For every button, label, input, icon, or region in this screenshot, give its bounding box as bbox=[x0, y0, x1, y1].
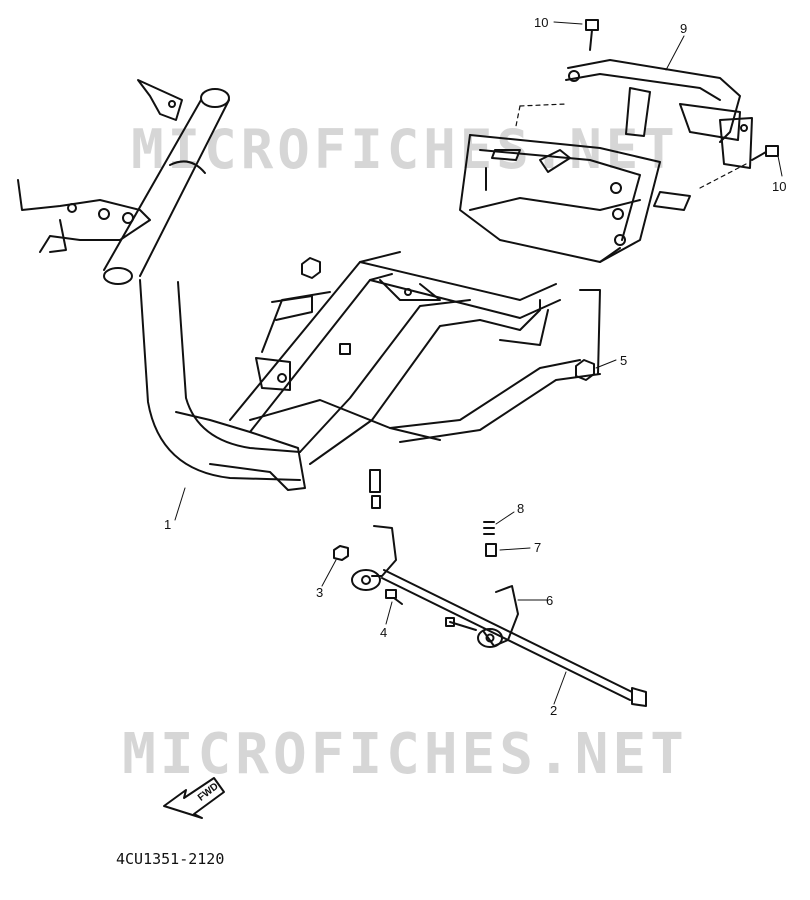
cross-member bbox=[359, 261, 561, 346]
nut-left bbox=[301, 257, 321, 279]
callout-2: 2 bbox=[550, 703, 558, 718]
steering-head-tube bbox=[103, 88, 230, 285]
short-bolt bbox=[445, 617, 477, 631]
bolt-4 bbox=[385, 589, 403, 605]
main-down-tube bbox=[139, 279, 306, 491]
watermark-top: MICROFICHES.NET bbox=[131, 118, 679, 181]
callout-1: 1 bbox=[164, 517, 172, 532]
floor-rails bbox=[229, 251, 601, 465]
callout-3: 3 bbox=[316, 585, 324, 600]
nut-5 bbox=[575, 359, 595, 381]
rear-carrier-bracket bbox=[565, 59, 753, 169]
fwd-arrow-icon bbox=[163, 777, 225, 819]
callout-6: 6 bbox=[546, 593, 554, 608]
engine-mount-right bbox=[477, 585, 519, 648]
engine-mount-left bbox=[351, 469, 397, 591]
front-upper-bracket bbox=[137, 79, 183, 121]
spring-8 bbox=[483, 521, 495, 535]
catalog-code: 4CU1351-2120 bbox=[116, 850, 225, 868]
collar-7 bbox=[485, 543, 497, 557]
callout-10-top: 10 bbox=[534, 15, 549, 30]
callout-4: 4 bbox=[380, 625, 388, 640]
bolt-10-right bbox=[751, 145, 779, 161]
callout-8: 8 bbox=[517, 501, 525, 516]
watermark-bottom: MICROFICHES.NET bbox=[122, 722, 688, 787]
nut-3 bbox=[333, 545, 349, 561]
alignment-lines bbox=[515, 103, 747, 189]
rear-frame bbox=[459, 134, 691, 263]
callout-7: 7 bbox=[534, 540, 542, 555]
callout-5: 5 bbox=[620, 353, 628, 368]
callout-10-right: 10 bbox=[772, 179, 787, 194]
leader-lines bbox=[174, 21, 783, 705]
bolt-10-top bbox=[585, 19, 599, 51]
left-side-bracket bbox=[17, 179, 151, 253]
callout-9: 9 bbox=[680, 21, 688, 36]
through-bolt-2 bbox=[381, 569, 647, 707]
